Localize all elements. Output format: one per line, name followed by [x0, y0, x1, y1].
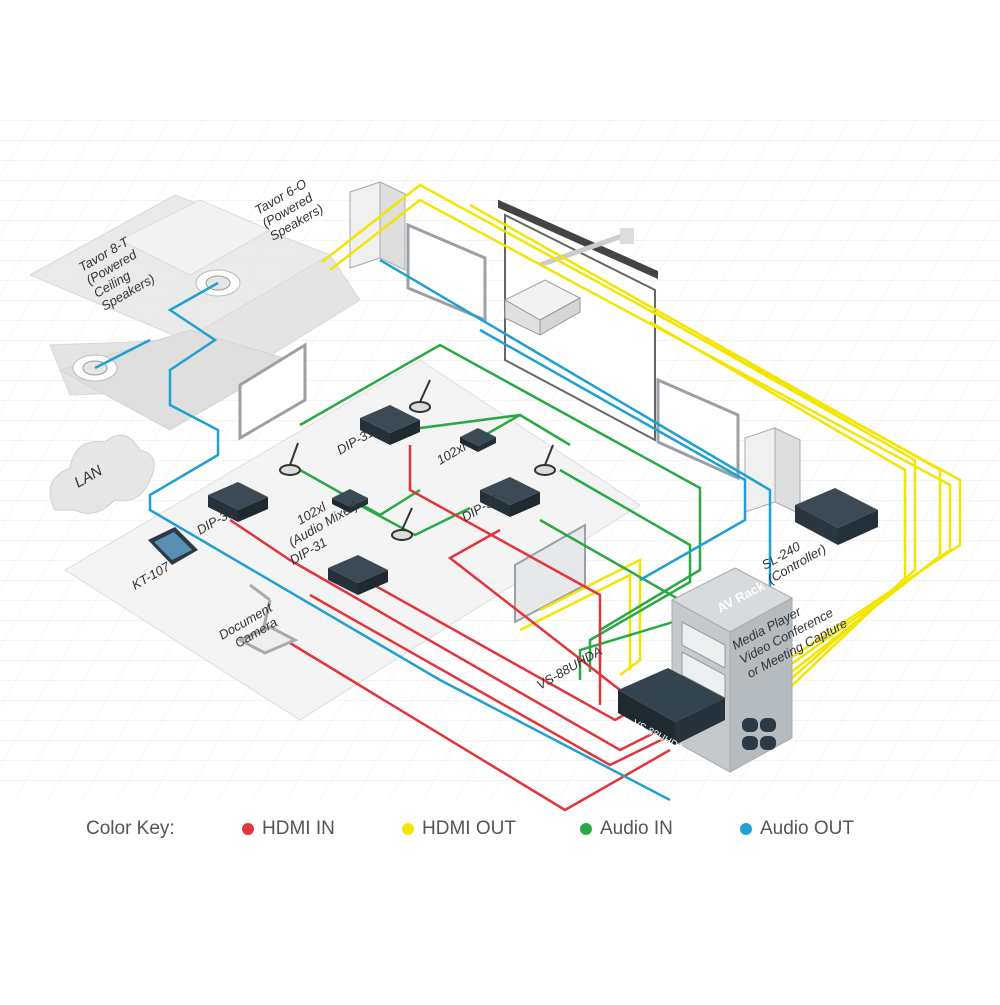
microphone-icon — [391, 507, 413, 541]
mixer-102xl-left-icon — [332, 489, 368, 513]
key-hdmi-out-label: HDMI OUT — [422, 818, 516, 839]
kt107-touch-panel-icon — [148, 527, 198, 565]
hdmi-out-dot-icon — [402, 823, 414, 835]
speaker-icon — [744, 427, 801, 515]
key-audio-out-label: Audio OUT — [760, 818, 854, 839]
vs88uhda-matrix-icon — [618, 668, 725, 745]
key-hdmi-out: HDMI OUT — [402, 818, 516, 840]
key-hdmi-in: HDMI IN — [242, 818, 335, 840]
key-hdmi-in-label: HDMI IN — [262, 818, 335, 839]
audio-in-dot-icon — [580, 823, 592, 835]
lan-cloud-icon — [49, 434, 155, 514]
dip31-left-icon — [208, 482, 268, 522]
display-monitor-icon — [656, 377, 740, 481]
dip31-mid-icon — [480, 477, 540, 517]
sl240-controller-icon — [795, 488, 878, 545]
microphone-icon — [279, 442, 301, 476]
microphone-icon — [534, 444, 556, 476]
wall-display-icon — [514, 523, 586, 624]
mixer-102xl-right-icon — [460, 428, 496, 452]
projector-icon — [503, 279, 582, 336]
display-monitor-icon — [406, 222, 487, 323]
speaker-icon — [349, 181, 406, 271]
conference-table — [64, 359, 641, 721]
color-key-title: Color Key: — [86, 818, 175, 839]
audio-out-dot-icon — [740, 823, 752, 835]
dip31-top-icon — [360, 405, 420, 445]
ceiling-tiles — [28, 194, 361, 431]
color-key: Color Key: HDMI IN HDMI OUT Audio IN Aud… — [0, 812, 1000, 848]
display-monitor-icon — [238, 342, 307, 441]
key-audio-in: Audio IN — [580, 818, 673, 840]
key-audio-in-label: Audio IN — [600, 818, 673, 839]
key-audio-out: Audio OUT — [740, 818, 854, 840]
dip31-bottom-icon — [328, 555, 388, 595]
microphone-icon — [409, 379, 431, 413]
audio-out-cables — [94, 258, 772, 802]
hdmi-in-dot-icon — [242, 823, 254, 835]
document-camera-icon — [236, 583, 299, 655]
hdmi-out-cables — [321, 183, 962, 736]
